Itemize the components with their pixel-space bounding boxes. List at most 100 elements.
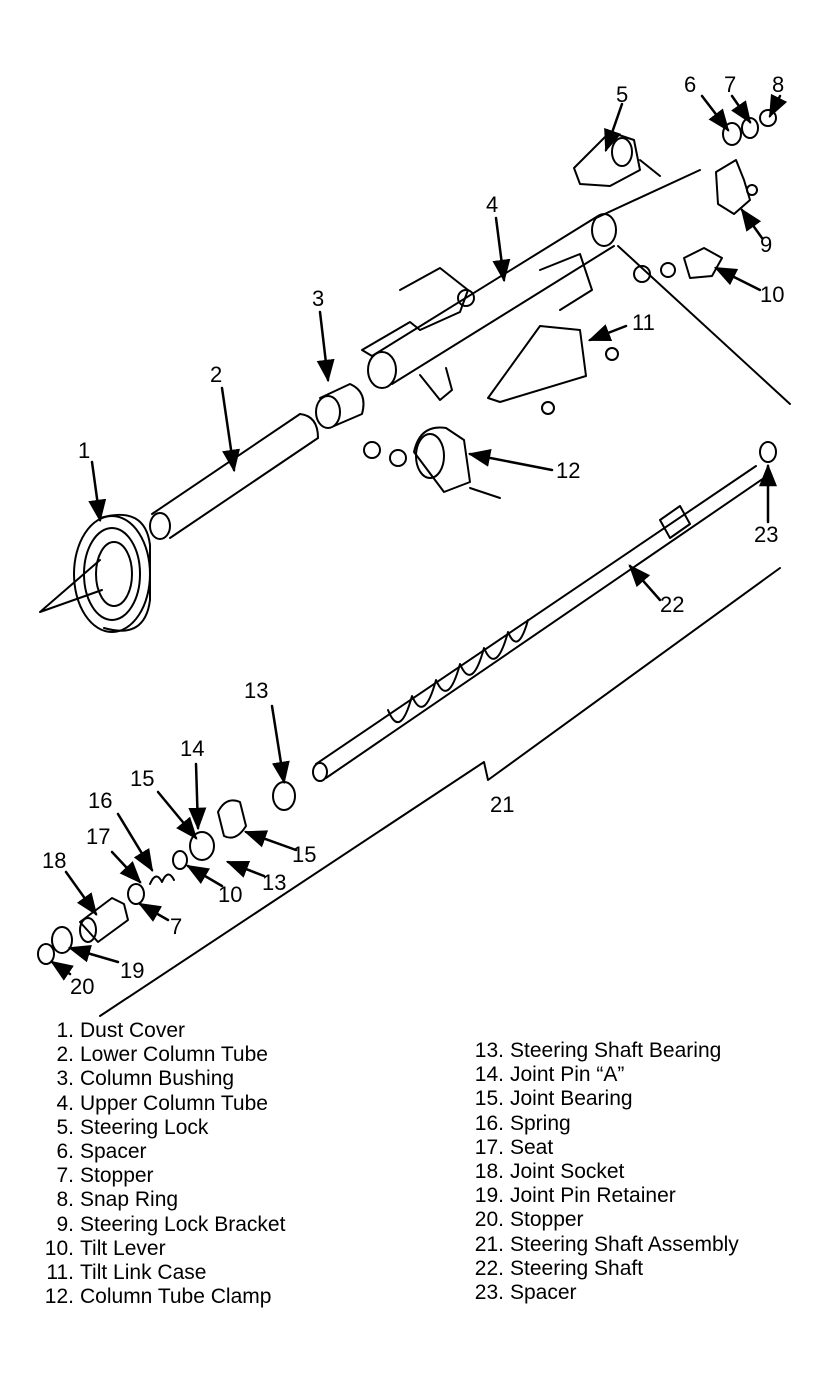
assembly-21-bracket bbox=[99, 567, 781, 1017]
legend-item: 14.Joint Pin “A” bbox=[474, 1063, 739, 1087]
legend-item: 5.Steering Lock bbox=[44, 1116, 285, 1140]
legend-item-number: 19. bbox=[474, 1184, 504, 1208]
legend-item: 13. Steering Shaft Bearing bbox=[474, 1039, 739, 1063]
legend-item-number: 7. bbox=[56, 1164, 74, 1188]
callout-9: 9 bbox=[760, 232, 772, 257]
callout-10-lower: 10 bbox=[218, 882, 242, 907]
legend-item: 15.Joint Bearing bbox=[474, 1087, 739, 1111]
steering-shaft-part bbox=[312, 465, 765, 782]
legend-item: 4.Upper Column Tube bbox=[44, 1092, 285, 1116]
legend-item: 23.Spacer bbox=[474, 1281, 739, 1305]
callout-6: 6 bbox=[684, 72, 696, 97]
legend-item-label: Stopper bbox=[510, 1208, 584, 1232]
legend-item-number: 8. bbox=[56, 1188, 74, 1212]
legend-item: 22.Steering Shaft bbox=[474, 1257, 739, 1281]
legend-item-number: 10. bbox=[44, 1236, 74, 1260]
legend-item-label: Column Bushing bbox=[80, 1067, 235, 1091]
callout-10: 10 bbox=[760, 282, 784, 307]
lower-column-tube-part bbox=[149, 413, 319, 540]
legend-item-number: 22. bbox=[474, 1256, 504, 1280]
callout-22: 22 bbox=[660, 592, 684, 617]
callout-leader-lines bbox=[50, 93, 788, 981]
spring-seat-part bbox=[127, 873, 175, 905]
callout-2: 2 bbox=[210, 362, 222, 387]
legend-item-number: 1. bbox=[56, 1019, 74, 1042]
legend-item-number: 4. bbox=[56, 1091, 74, 1115]
legend-item-label: Joint Socket bbox=[510, 1160, 625, 1184]
steering-lock-part bbox=[573, 131, 661, 187]
joint-pin-a-part bbox=[172, 831, 215, 870]
legend-item: 1. Dust Cover bbox=[44, 1019, 285, 1043]
legend-item: 11.Tilt Link Case bbox=[44, 1261, 285, 1285]
callout-17: 17 bbox=[86, 824, 110, 849]
tilt-lever-part bbox=[633, 247, 723, 283]
legend-item: 21.Steering Shaft Assembly bbox=[474, 1233, 739, 1257]
legend-item-number: 6. bbox=[56, 1140, 74, 1164]
legend-item-label: Steering Shaft Bearing bbox=[510, 1039, 722, 1062]
legend-item-label: Dust Cover bbox=[80, 1019, 186, 1042]
legend-item-number: 9. bbox=[56, 1212, 74, 1236]
callout-16: 16 bbox=[88, 788, 112, 813]
callout-3: 3 bbox=[312, 286, 324, 311]
callout-23: 23 bbox=[754, 522, 778, 547]
legend-item-number: 3. bbox=[56, 1067, 74, 1091]
legend-item-label: Column Tube Clamp bbox=[80, 1285, 272, 1309]
legend-item: 18.Joint Socket bbox=[474, 1160, 739, 1184]
callout-13-lower: 13 bbox=[262, 870, 286, 895]
callout-8: 8 bbox=[772, 72, 784, 97]
legend-item-number: 12. bbox=[44, 1285, 74, 1309]
legend-item-number: 5. bbox=[56, 1115, 74, 1139]
legend-item-label: Spring bbox=[510, 1111, 571, 1135]
callout-21: 21 bbox=[490, 792, 514, 817]
callout-7-lower: 7 bbox=[170, 914, 182, 939]
legend-item-label: Snap Ring bbox=[80, 1188, 179, 1212]
upper-column-tube-part bbox=[361, 169, 791, 405]
legend-item: 8.Snap Ring bbox=[44, 1188, 285, 1212]
legend-item-label: Joint Bearing bbox=[510, 1087, 633, 1111]
spacer-23-part bbox=[759, 441, 777, 463]
callout-20: 20 bbox=[70, 974, 94, 999]
column-bushing-part bbox=[315, 383, 365, 429]
legend-item-number: 16. bbox=[474, 1111, 504, 1135]
callout-1: 1 bbox=[78, 438, 90, 463]
legend-item-number: 13. bbox=[474, 1039, 504, 1062]
upper-spacer-stopper-snapring bbox=[722, 109, 777, 146]
tilt-link-case-part bbox=[487, 253, 619, 415]
legend-item: 10.Tilt Lever bbox=[44, 1237, 285, 1261]
dust-cover-part bbox=[39, 513, 151, 633]
legend-item-label: Tilt Link Case bbox=[80, 1261, 207, 1285]
legend-item-label: Upper Column Tube bbox=[80, 1091, 268, 1115]
legend-item-label: Steering Shaft bbox=[510, 1256, 644, 1280]
legend-item-label: Spacer bbox=[510, 1281, 577, 1305]
legend-item: 7.Stopper bbox=[44, 1164, 285, 1188]
joint-bearing-part bbox=[217, 799, 247, 839]
legend-item-label: Seat bbox=[510, 1135, 554, 1159]
callout-19: 19 bbox=[120, 958, 144, 983]
callout-7: 7 bbox=[724, 72, 736, 97]
legend-item: 3.Column Bushing bbox=[44, 1067, 285, 1091]
legend-item: 12.Column Tube Clamp bbox=[44, 1285, 285, 1309]
legend-item-number: 14. bbox=[474, 1063, 504, 1087]
legend-item-label: Joint Pin Retainer bbox=[510, 1184, 676, 1208]
legend-item: 20.Stopper bbox=[474, 1208, 739, 1232]
legend-item-label: Steering Lock bbox=[80, 1115, 209, 1139]
legend-item-number: 23. bbox=[474, 1281, 504, 1305]
legend-item-number: 20. bbox=[474, 1208, 504, 1232]
legend-item-number: 11. bbox=[46, 1261, 74, 1285]
column-tube-clamp-part bbox=[363, 426, 501, 499]
legend-item-label: Steering Lock Bracket bbox=[80, 1212, 286, 1236]
retainer-stopper-part bbox=[37, 926, 73, 965]
callout-5: 5 bbox=[616, 82, 628, 107]
callout-15: 15 bbox=[130, 766, 154, 791]
callout-18: 18 bbox=[42, 848, 66, 873]
callout-12: 12 bbox=[556, 458, 580, 483]
joint-socket-part bbox=[79, 897, 129, 943]
callout-13: 13 bbox=[244, 678, 268, 703]
legend-item-label: Stopper bbox=[80, 1164, 154, 1188]
callout-4: 4 bbox=[486, 192, 498, 217]
legend-item-label: Spacer bbox=[80, 1140, 147, 1164]
steering-shaft-bearing-part bbox=[272, 781, 296, 811]
